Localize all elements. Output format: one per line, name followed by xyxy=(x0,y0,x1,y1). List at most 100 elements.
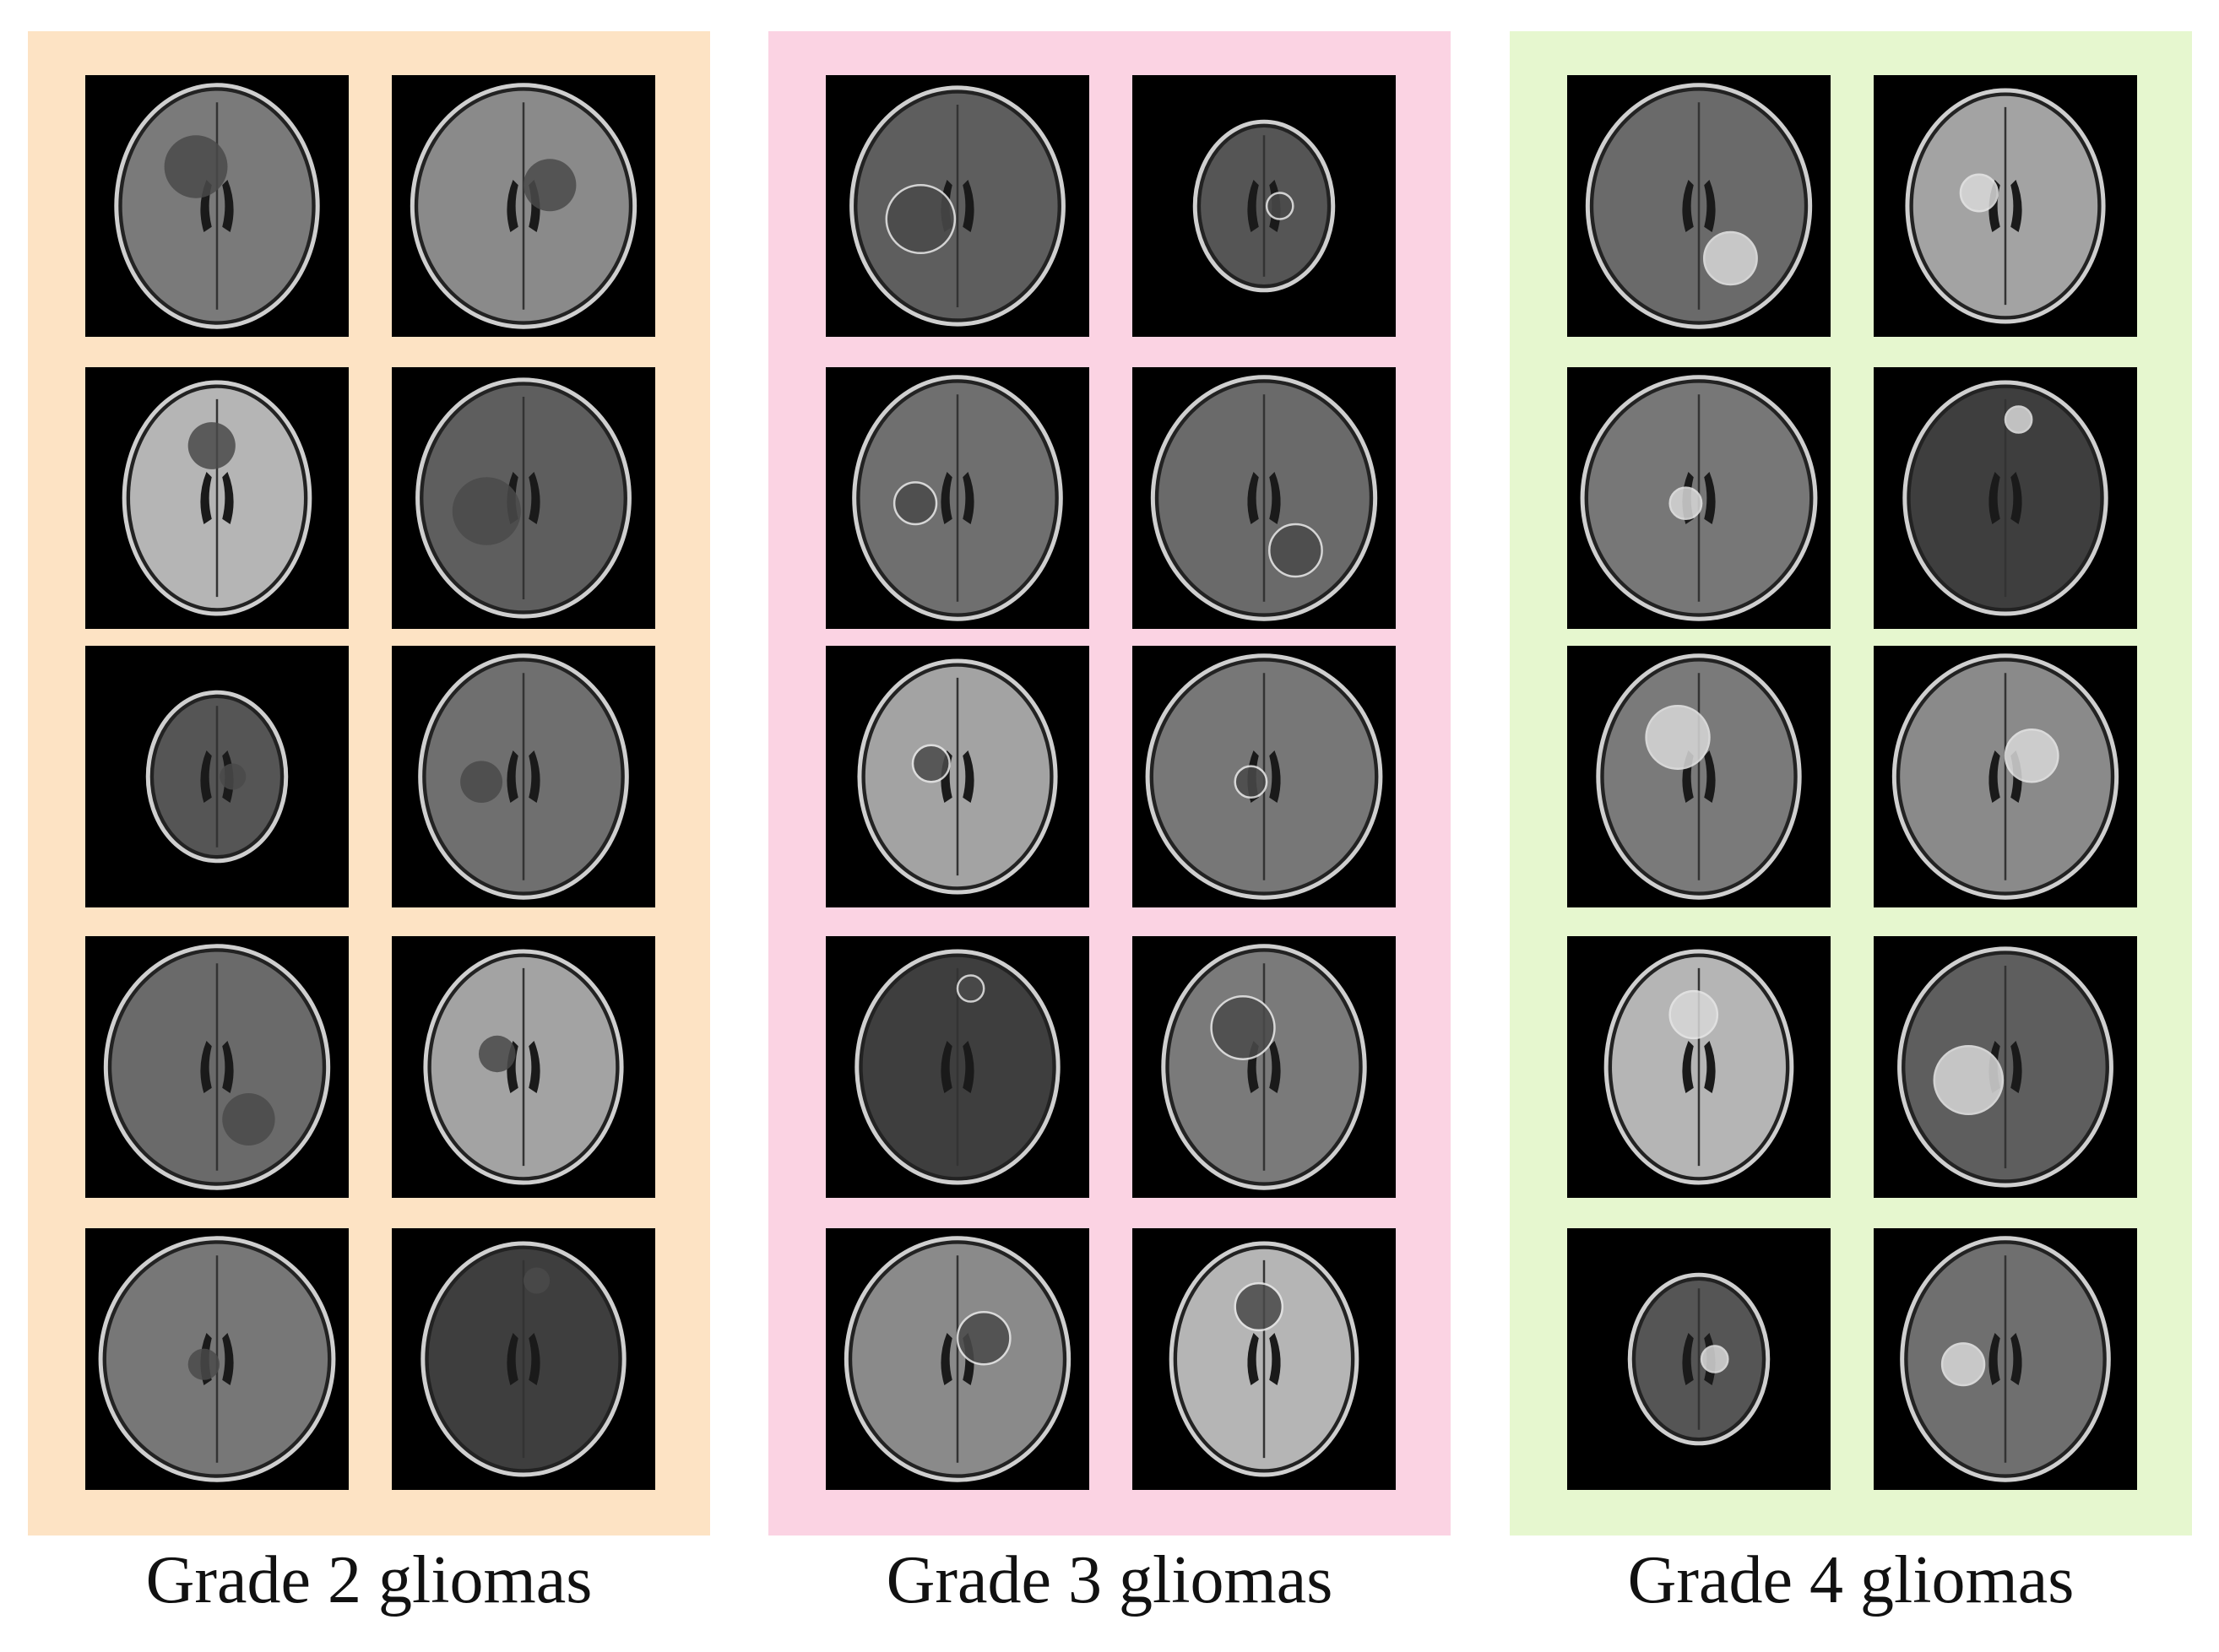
brain-scan-graphic xyxy=(420,1241,627,1477)
mri-scan-image xyxy=(392,75,655,337)
grade-4-caption: Grade 4 gliomas xyxy=(1627,1543,2075,1617)
mri-scan-image xyxy=(1874,75,2137,337)
tumor-lesion xyxy=(1702,230,1758,286)
brain-scan-graphic xyxy=(103,944,331,1190)
tumor-lesion xyxy=(1933,1044,2005,1116)
mri-scan-image xyxy=(1567,936,1831,1198)
tumor-lesion xyxy=(1234,765,1268,799)
tumor-lesion xyxy=(220,763,247,790)
mri-scan-image xyxy=(85,75,349,337)
tumor-lesion xyxy=(956,974,985,1003)
mri-scan-image xyxy=(1132,75,1396,337)
mri-scan-image xyxy=(1874,936,2137,1198)
ventricles xyxy=(1682,1333,1716,1385)
mri-scan-image xyxy=(826,1228,1089,1490)
mri-scan-image xyxy=(826,646,1089,907)
grade-4-panel xyxy=(1510,31,2192,1536)
tumor-lesion xyxy=(885,183,957,255)
tumor-lesion xyxy=(911,744,951,783)
mri-scan-image xyxy=(826,936,1089,1198)
mri-scan-image xyxy=(1874,646,2137,907)
ventricles xyxy=(1988,472,2022,524)
ventricles xyxy=(200,1041,234,1093)
ventricles xyxy=(1682,1041,1716,1093)
brain-scan-graphic xyxy=(1580,375,1818,621)
tumor-lesion xyxy=(452,477,521,545)
mri-scan-image xyxy=(1567,1228,1831,1490)
mri-scan-image xyxy=(392,936,655,1198)
brain-scan-graphic xyxy=(1905,88,2106,324)
brain-scan-graphic xyxy=(98,1236,336,1482)
grade-2-panel xyxy=(28,31,710,1536)
brain-scan-graphic xyxy=(855,949,1061,1185)
brain-scan-graphic xyxy=(1900,1236,2111,1482)
tumor-lesion xyxy=(478,1035,516,1073)
ventricles xyxy=(941,1041,974,1093)
tumor-lesion xyxy=(1210,995,1276,1060)
tumor-lesion xyxy=(1700,1345,1729,1373)
tumor-lesion xyxy=(222,1093,275,1146)
brain-scan-graphic xyxy=(114,83,320,329)
brain-scan-graphic xyxy=(857,658,1058,895)
grade-2-caption: Grade 2 gliomas xyxy=(145,1543,593,1617)
brain-scan-graphic xyxy=(410,83,637,329)
brain-scan-graphic xyxy=(122,380,312,616)
brain-scan-graphic xyxy=(1150,375,1378,621)
brain-scan-graphic xyxy=(849,85,1066,327)
ventricles xyxy=(200,750,234,803)
tumor-lesion xyxy=(1267,523,1323,578)
brain-scan-graphic xyxy=(1145,653,1383,900)
mri-scan-image xyxy=(85,936,349,1198)
mri-scan-image xyxy=(85,1228,349,1490)
grade-3-panel xyxy=(768,31,1451,1536)
mri-scan-image xyxy=(826,75,1089,337)
tumor-lesion xyxy=(956,1310,1012,1366)
mri-scan-image xyxy=(1567,367,1831,629)
mri-scan-image xyxy=(1132,936,1396,1198)
tumor-lesion xyxy=(1645,705,1711,770)
tumor-lesion xyxy=(1668,989,1719,1040)
brain-scan-graphic xyxy=(1891,653,2119,900)
mri-scan-image xyxy=(392,1228,655,1490)
ventricles xyxy=(507,750,540,803)
mri-scan-image xyxy=(1132,1228,1396,1490)
tumor-lesion xyxy=(187,422,236,469)
brain-scan-graphic xyxy=(1192,119,1336,293)
mri-scan-image xyxy=(826,367,1089,629)
mri-scan-image xyxy=(1132,646,1396,907)
mri-scan-image xyxy=(1874,1228,2137,1490)
ventricles xyxy=(1988,1333,2022,1385)
mri-scan-image xyxy=(1132,367,1396,629)
tumor-lesion xyxy=(2004,728,2059,783)
brain-scan-graphic xyxy=(1585,83,1813,329)
ventricles xyxy=(507,1333,540,1385)
tumor-lesion xyxy=(1265,192,1294,220)
brain-scan-graphic xyxy=(852,375,1063,621)
brain-scan-graphic xyxy=(844,1236,1072,1482)
mri-scan-image xyxy=(392,646,655,907)
brain-scan-graphic xyxy=(1897,946,2113,1188)
brain-scan-graphic xyxy=(1169,1241,1359,1477)
mri-scan-image xyxy=(1567,646,1831,907)
ventricles xyxy=(200,472,234,524)
brain-scan-graphic xyxy=(145,690,289,864)
brain-scan-graphic xyxy=(1603,949,1794,1185)
ventricles xyxy=(1247,180,1281,232)
tumor-lesion xyxy=(524,1267,551,1294)
tumor-lesion xyxy=(1959,173,1999,213)
brain-scan-graphic xyxy=(418,653,629,900)
brain-scan-graphic xyxy=(1161,944,1367,1190)
brain-scan-graphic xyxy=(415,377,632,619)
brain-scan-graphic xyxy=(1596,653,1802,900)
tumor-lesion xyxy=(1940,1342,1986,1387)
tumor-lesion xyxy=(164,135,228,198)
mri-scan-image xyxy=(85,646,349,907)
mri-scan-image xyxy=(1874,367,2137,629)
ventricles xyxy=(941,472,974,524)
brain-scan-graphic xyxy=(423,949,624,1185)
mri-scan-image xyxy=(1567,75,1831,337)
mri-scan-image xyxy=(85,367,349,629)
ventricles xyxy=(1247,472,1281,524)
tumor-lesion xyxy=(460,761,503,803)
tumor-lesion xyxy=(524,159,577,212)
